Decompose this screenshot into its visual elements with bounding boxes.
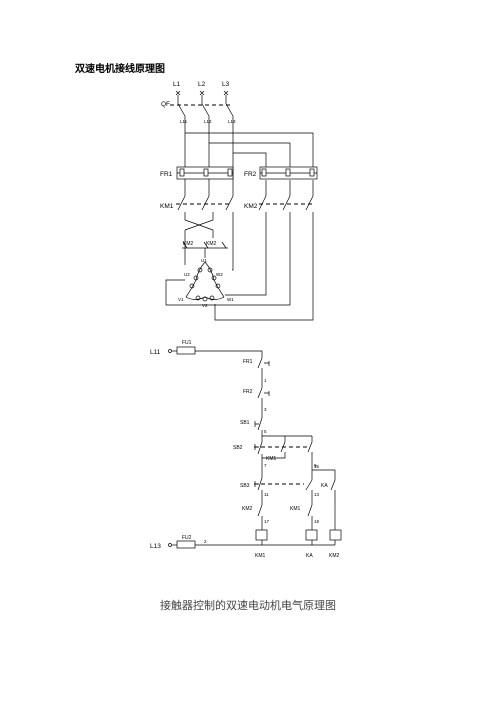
- wire-l12: L12: [204, 119, 212, 124]
- wire-7: 7: [264, 463, 267, 468]
- button-sb3-label: SB3: [240, 483, 250, 489]
- button-sb1-label: SB1: [240, 420, 250, 426]
- relay-ka-label: KA: [321, 483, 328, 489]
- terminal-crosses: [175, 90, 229, 96]
- coil-ka-label: KA: [306, 553, 313, 559]
- interlock-km2-label: KM2: [242, 506, 253, 512]
- wire-5: 5: [264, 429, 267, 434]
- motor-terminal-w1: W1: [227, 297, 234, 302]
- wire-17: 17: [264, 519, 270, 524]
- coil-km2-label: KM2: [329, 553, 340, 559]
- wire-2: 2: [204, 539, 207, 544]
- star-km2-right-label: KM2: [206, 241, 217, 247]
- contactor-km1-label: KM1: [160, 203, 174, 210]
- interlock-km1-lower-label: KM1: [290, 506, 301, 512]
- overload-fr1: [176, 166, 234, 180]
- motor-terminal-u2: U2: [184, 272, 190, 277]
- motor-winding: [185, 261, 225, 302]
- wire-9: 9: [314, 463, 317, 468]
- wire-13: 13: [314, 492, 320, 497]
- overload-fr2: [259, 166, 318, 180]
- contactor-km2: [258, 195, 314, 211]
- wire-3: 3: [264, 407, 267, 412]
- coil-km2: [329, 529, 342, 541]
- motor-terminal-w2: W2: [216, 272, 223, 277]
- wire-11: 11: [264, 492, 269, 497]
- motor-terminal-v2: V2: [202, 303, 208, 308]
- wire-l13: L13: [228, 119, 236, 124]
- wire-l11: L11: [180, 119, 188, 124]
- interlock-km1-label: KM1: [266, 456, 277, 462]
- wire-1: 1: [264, 378, 267, 383]
- breaker-label: QF: [161, 101, 170, 108]
- phase-l3-label: L3: [222, 81, 230, 88]
- fuse-fu2-label: FU2: [182, 535, 192, 541]
- diagram-heading: 双速电机接线原理图: [75, 64, 165, 75]
- figure-caption: 接触器控制的双速电动机电气原理图: [160, 599, 336, 612]
- overload-fr1-label: FR1: [160, 171, 173, 178]
- fuse-fu2: [176, 540, 196, 549]
- control-circuit: L11 FU1 FR1 1 FR2 3 SB1 5 SB2 KM1 7 9 SB…: [150, 340, 342, 559]
- supply-bottom-label: L13: [150, 543, 161, 550]
- star-km2-left-label: KM2: [183, 241, 194, 247]
- fuse-fu1: [176, 346, 196, 355]
- coil-km1-label: KM1: [255, 553, 266, 559]
- contactor-km2-label: KM2: [244, 203, 258, 210]
- button-sb2-label: SB2: [233, 445, 243, 451]
- wire-19: 19: [314, 519, 320, 524]
- overload-fr2-label: FR2: [244, 171, 257, 178]
- phase-l1-label: L1: [173, 81, 181, 88]
- contactor-km1: [177, 195, 234, 211]
- main-circuit: L1 L2 L3 QF L11 L12 L13 FR1 FR2: [160, 81, 318, 321]
- overload-contact-fr1: FR1: [243, 359, 253, 365]
- star-contacts: [182, 241, 228, 258]
- motor-terminal-u1: U1: [201, 258, 207, 263]
- coil-km1: [255, 529, 268, 541]
- fuse-fu1-label: FU1: [182, 340, 192, 346]
- wire-15: 15: [314, 464, 320, 469]
- coil-ka: [305, 529, 318, 541]
- phase-l2-label: L2: [198, 81, 206, 88]
- overload-contact-fr2: FR2: [243, 389, 253, 395]
- motor-terminal-v1: V1: [178, 297, 184, 302]
- supply-top-label: L11: [150, 349, 161, 356]
